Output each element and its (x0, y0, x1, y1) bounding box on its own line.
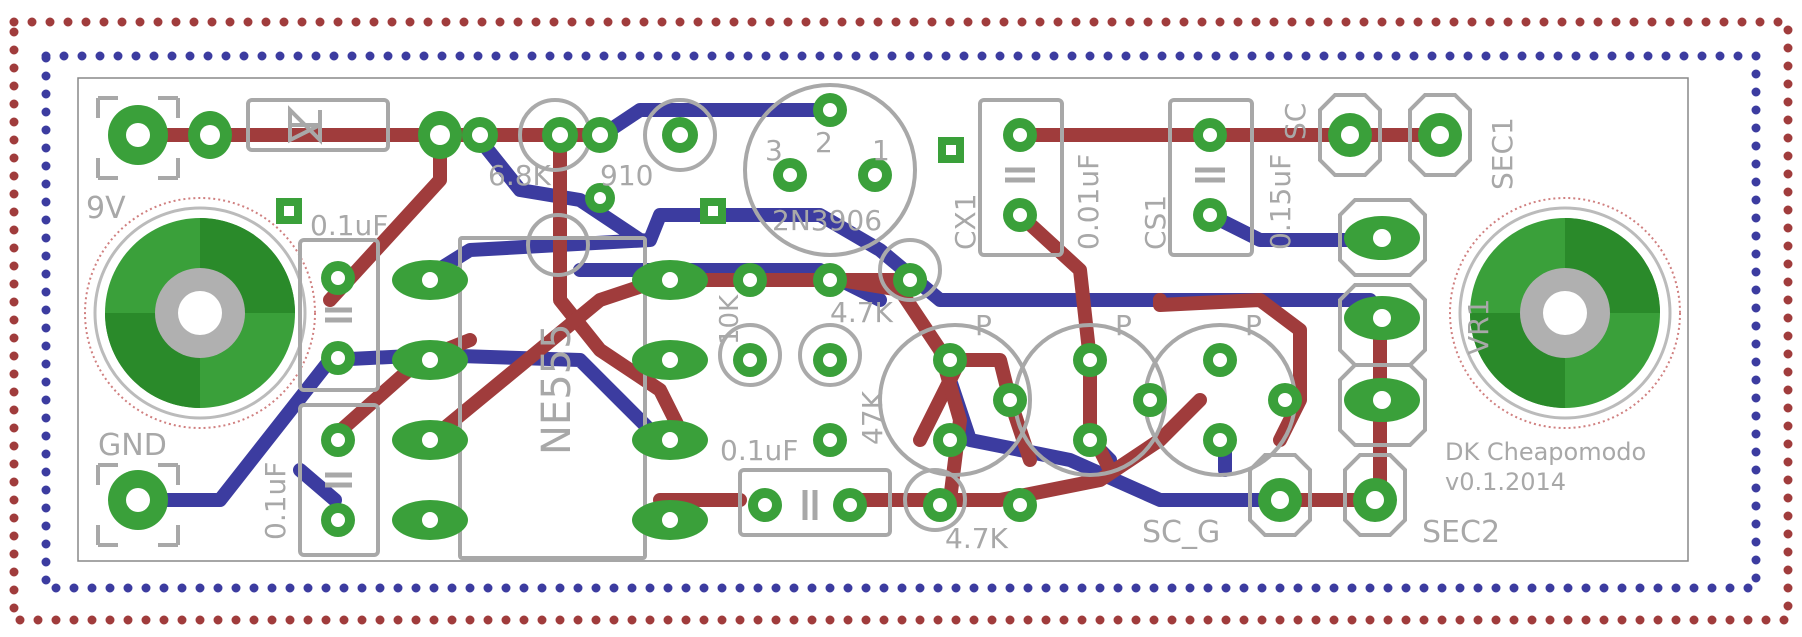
label-sc: SC (1279, 103, 1312, 140)
label-pot-2: P (1115, 309, 1132, 342)
label-cs1: CS1 (1139, 195, 1172, 250)
label-0-15uf: 0.15uF (1264, 154, 1297, 250)
label-2n3906: 2N3906 (772, 204, 882, 237)
label-0-1uf-top: 0.1uF (310, 209, 388, 242)
label-title: DK Cheapomodo (1445, 438, 1646, 466)
capacitor-symbols (325, 167, 1225, 520)
label-9v: 9V (86, 191, 126, 226)
label-pin2: 2 (815, 126, 833, 159)
label-pin1: 1 (872, 134, 890, 167)
label-0-01uf: 0.01uF (1072, 154, 1105, 250)
label-47k: 47K (856, 390, 889, 445)
component-pads (108, 93, 1462, 540)
label-pot-1: P (975, 309, 992, 342)
label-pot-3: P (1245, 309, 1262, 342)
silkscreen-labels: 9V GND 6.8K 910 3 2 1 2N3906 0.1uF CX1 0… (86, 103, 1646, 555)
label-10k: 10K (715, 294, 745, 345)
mounting-hole-right (1449, 197, 1681, 429)
outer-dotted-rails (9, 17, 1793, 625)
label-sc-g: SC_G (1142, 515, 1220, 550)
label-pin3: 3 (765, 134, 783, 167)
label-sec1: SEC1 (1486, 117, 1519, 190)
label-version: v0.1.2014 (1445, 468, 1566, 496)
label-0-1uf-mid: 0.1uF (720, 434, 798, 467)
label-910: 910 (600, 159, 653, 192)
label-gnd: GND (98, 428, 167, 463)
label-sec2: SEC2 (1422, 515, 1500, 550)
label-cx1: CX1 (949, 193, 982, 250)
label-4-7k-lower: 4.7K (945, 522, 1009, 555)
label-6-8k: 6.8K (488, 159, 552, 192)
label-0-1uf-left: 0.1uF (259, 462, 292, 540)
label-ne555: NE555 (534, 323, 580, 455)
label-4-7k-upper: 4.7K (830, 296, 894, 329)
mounting-hole-left (84, 197, 316, 429)
silkscreen-outlines (96, 83, 1472, 560)
label-vr1: VR1 (1462, 299, 1495, 355)
board-outline (77, 77, 1689, 562)
